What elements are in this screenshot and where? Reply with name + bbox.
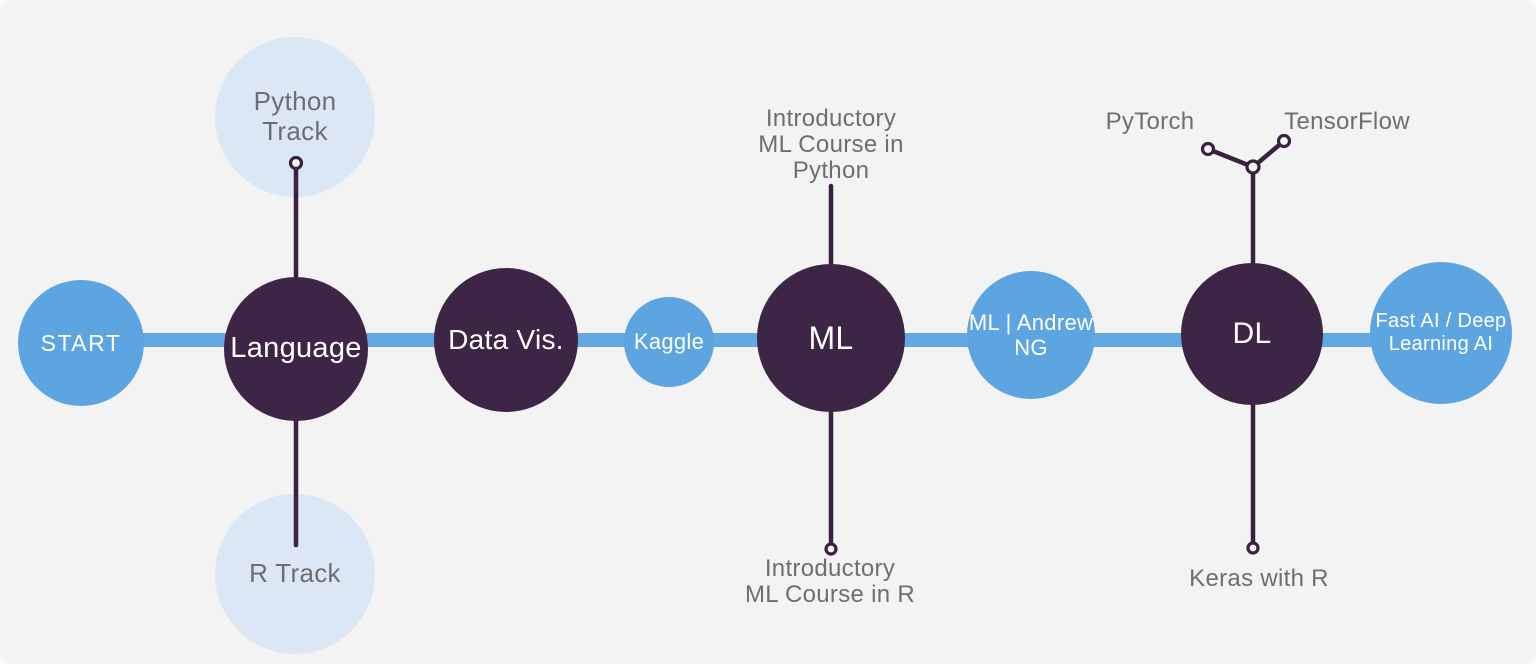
ring-pytorch bbox=[1200, 141, 1216, 157]
node-ml-andrew-ng: ML | Andrew NG bbox=[967, 271, 1095, 399]
node-dl: DL bbox=[1181, 263, 1323, 405]
ring-python-track bbox=[288, 155, 304, 171]
label-intro-ml-python: Introductory ML Course in Python bbox=[758, 105, 904, 184]
ring-keras bbox=[1246, 541, 1260, 555]
label-keras-with-r: Keras with R bbox=[1189, 565, 1329, 592]
node-start: START bbox=[18, 280, 144, 406]
node-fast-ai: Fast AI / Deep Learning AI bbox=[1370, 262, 1512, 404]
node-kaggle: Kaggle bbox=[624, 297, 714, 387]
node-data-vis: Data Vis. bbox=[434, 268, 578, 412]
label-intro-ml-r: Introductory ML Course in R bbox=[744, 555, 916, 608]
node-ml: ML bbox=[757, 264, 905, 412]
ring-tensorflow bbox=[1276, 133, 1292, 149]
node-language: Language bbox=[224, 277, 368, 421]
ring-intro-ml-r bbox=[824, 542, 838, 556]
label-pytorch: PyTorch bbox=[1105, 108, 1195, 135]
stem-pytorch-branch bbox=[1205, 146, 1256, 170]
label-tensorflow: TensorFlow bbox=[1284, 108, 1410, 135]
ring-dl-junction bbox=[1245, 159, 1261, 175]
